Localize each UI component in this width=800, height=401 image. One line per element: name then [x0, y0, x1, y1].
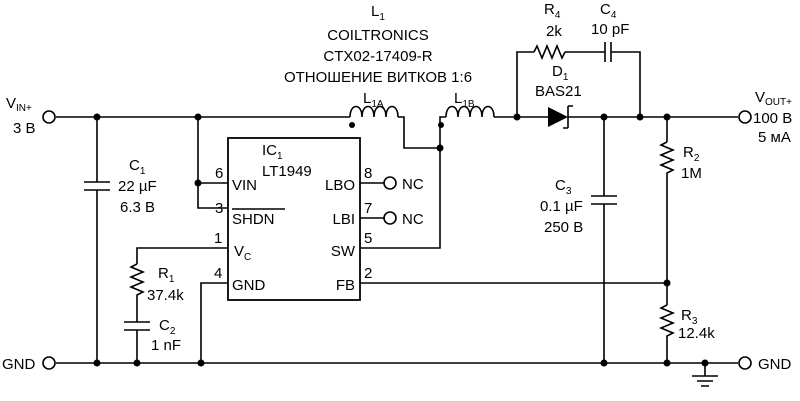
l1-part: CTX02-17409-R [323, 48, 432, 65]
ic-body [227, 137, 361, 301]
l1-ratio: ОТНОШЕНИЕ ВИТКОВ 1:6 [284, 69, 472, 86]
l1b-label: L1B [454, 90, 475, 110]
pin-number-2: 2 [364, 265, 372, 282]
r3-value: 12.4k [678, 325, 715, 342]
pin-vin-label: VIN [232, 177, 257, 194]
gnd-left-label: GND [2, 356, 36, 373]
pin-vc-label: VC [234, 243, 251, 263]
c3-label: C3 [555, 177, 572, 197]
nc-lbo-terminal [383, 176, 397, 190]
c2-label: C2 [159, 317, 176, 337]
d1-label: D1 [552, 63, 569, 83]
vout-current: 5 мА [758, 129, 791, 146]
nc-lbi-terminal [383, 211, 397, 225]
nc-lbo-label: NC [402, 176, 424, 193]
c1-voltage: 6.3 В [120, 199, 155, 216]
vin-value: 3 В [13, 120, 36, 137]
r2-label: R2 [683, 144, 700, 164]
c1-label: C1 [129, 157, 146, 177]
vin-terminal [42, 110, 56, 124]
r2-value: 1M [681, 165, 702, 182]
pin-number-7: 7 [364, 200, 372, 217]
pin-number-1: 1 [214, 230, 222, 247]
l1a-label: L1A [363, 90, 384, 110]
nc-lbi-label: NC [402, 211, 424, 228]
pin-number-4: 4 [214, 265, 222, 282]
r3-label: R3 [681, 307, 698, 327]
c4-label: C4 [600, 1, 617, 21]
diode-d1 [548, 107, 568, 127]
c3-value: 0.1 µF [540, 198, 583, 215]
d1-part: BAS21 [535, 83, 582, 100]
pin-number-3: 3 [215, 200, 223, 217]
pin-gnd-label: GND [232, 277, 266, 294]
capacitor-c1 [84, 117, 110, 363]
c1-value: 22 µF [118, 178, 157, 195]
l1-label: L1 [371, 3, 385, 23]
c2-value: 1 nF [151, 337, 181, 354]
pin-number-8: 8 [364, 165, 372, 182]
labels: L1 COILTRONICS CTX02-17409-R ОТНОШЕНИЕ В… [2, 1, 792, 373]
resistor-r1 [128, 263, 146, 322]
inductor-l1b [445, 105, 495, 118]
capacitor-c2 [124, 321, 150, 363]
r1-label: R1 [158, 265, 175, 285]
resistor-r4 [533, 43, 566, 61]
capacitor-c4 [565, 42, 641, 117]
ic-part: LT1949 [262, 163, 312, 180]
vout-value: 100 В [753, 110, 792, 127]
c4-value: 10 pF [591, 21, 629, 38]
l1-maker: COILTRONICS [327, 27, 428, 44]
vout-terminal [738, 110, 752, 124]
c3-voltage: 250 В [544, 219, 583, 236]
resistor-r2 [658, 141, 676, 283]
pin-lbo-label: LBO [325, 177, 355, 194]
ic-label: IC1 [262, 142, 283, 162]
pin-sw-label: SW [331, 243, 356, 260]
pin-fb-label: FB [336, 277, 355, 294]
gnd-right-terminal [738, 356, 752, 370]
r4-value: 2k [546, 23, 562, 40]
pin-number-5: 5 [364, 230, 372, 247]
terminals [42, 110, 752, 370]
vin-label: VIN+ [6, 95, 32, 114]
gnd-right-label: GND [758, 356, 792, 373]
vout-label: VOUT+ [755, 89, 792, 108]
capacitor-c3 [591, 117, 617, 363]
pin-number-6: 6 [215, 165, 223, 182]
pin-shdn-label: SHDN [232, 211, 275, 228]
wires [56, 42, 738, 387]
r1-value: 37.4k [147, 287, 184, 304]
inductor-l1a [349, 105, 399, 118]
junction-dots [93, 113, 709, 367]
r4-label: R4 [544, 1, 561, 21]
gnd-left-terminal [42, 356, 56, 370]
ground-symbol [692, 363, 718, 387]
resistor-r3 [658, 304, 676, 363]
pin-lbi-label: LBI [332, 211, 355, 228]
